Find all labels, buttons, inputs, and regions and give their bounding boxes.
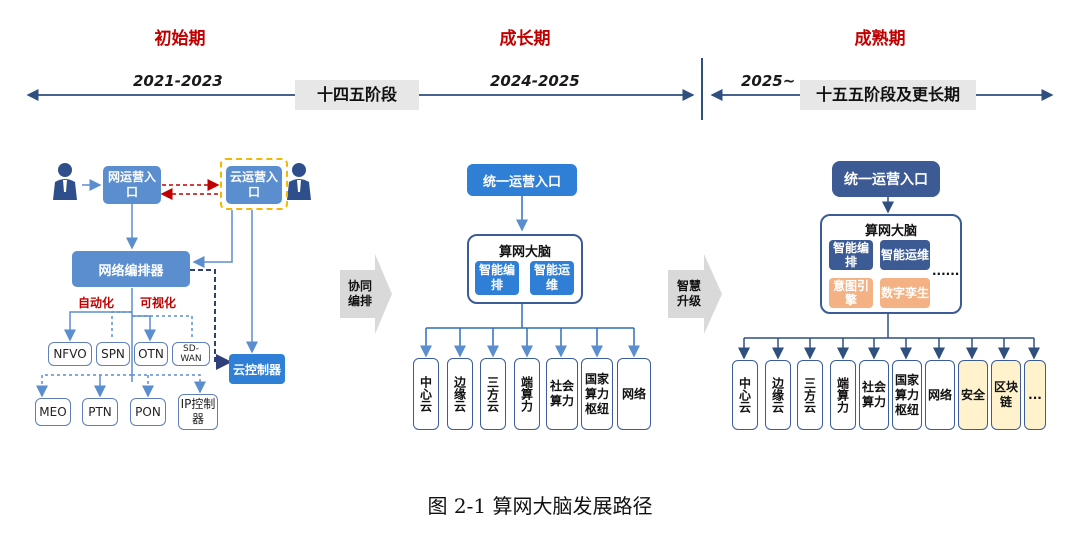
col2-edge-cloud: 边缘云 bbox=[447, 358, 473, 430]
unified-ops-entry-3: 统一运营入口 bbox=[832, 161, 940, 197]
col3-more: ... bbox=[1024, 360, 1046, 430]
network-orchestrator: 网络编排器 bbox=[72, 251, 190, 287]
leaf-pon: PON bbox=[130, 398, 166, 426]
period-2021-2023: 2021-2023 bbox=[133, 72, 223, 90]
col3-network: 网络 bbox=[925, 360, 955, 430]
brain-title-2: 算网大脑 bbox=[498, 245, 551, 260]
cloud-ops-entry: 云运营入口 bbox=[226, 166, 282, 204]
col2-social-compute: 社会算力 bbox=[546, 358, 578, 430]
intent-engine: 意图引擎 bbox=[829, 278, 873, 308]
leaf-sdwan: SD-WAN bbox=[172, 342, 210, 366]
brain-ellipsis: ...... bbox=[932, 264, 960, 278]
cloud-ops-highlight bbox=[220, 158, 288, 210]
figure-caption: 图 2-1 算网大脑发展路径 bbox=[427, 494, 653, 518]
smart-orch-3: 智能编排 bbox=[829, 240, 873, 270]
col3-third-cloud: 三方云 bbox=[797, 360, 823, 430]
net-ops-entry: 网运营入口 bbox=[103, 166, 161, 204]
leaf-ptn: PTN bbox=[82, 398, 118, 426]
person-icon-right bbox=[286, 162, 312, 200]
leaf-nfvo: NFVO bbox=[48, 342, 92, 366]
cloud-controller: 云控制器 bbox=[229, 354, 285, 384]
col3-national-hub: 国家算力枢纽 bbox=[892, 360, 922, 430]
label-visualization: 可视化 bbox=[140, 296, 177, 310]
leaf-ip-controller: IP控制器 bbox=[178, 394, 218, 430]
smart-ops-3: 智能运维 bbox=[880, 240, 930, 270]
period-2024-2025: 2024-2025 bbox=[490, 72, 580, 90]
col3-device-compute: 端算力 bbox=[830, 360, 856, 430]
col3-central-cloud: 中心云 bbox=[732, 360, 758, 430]
brain-title-3: 算网大脑 bbox=[864, 224, 917, 239]
stage-14th-plan: 十四五阶段 bbox=[295, 80, 419, 110]
col2-central-cloud: 中心云 bbox=[413, 358, 439, 430]
unified-ops-entry-2: 统一运营入口 bbox=[467, 164, 577, 196]
person-icon-left bbox=[52, 162, 78, 200]
col2-network: 网络 bbox=[617, 358, 651, 430]
col2-third-cloud: 三方云 bbox=[480, 358, 506, 430]
period-2025-onward: 2025~ bbox=[741, 72, 796, 90]
stage-15th-plan: 十五五阶段及更长期 bbox=[800, 80, 976, 110]
digital-twin: 数字孪生 bbox=[880, 278, 930, 308]
transition-arrow-1 bbox=[340, 254, 392, 334]
phase-growth: 成长期 bbox=[499, 29, 551, 49]
phase-initial: 初始期 bbox=[154, 29, 206, 49]
smart-ops-2: 智能运维 bbox=[530, 261, 574, 295]
transition-label-2: 智慧升级 bbox=[676, 279, 701, 308]
transition-arrow-2 bbox=[668, 254, 722, 334]
transition-label-1: 协同编排 bbox=[347, 279, 372, 308]
col3-edge-cloud: 边缘云 bbox=[765, 360, 791, 430]
smart-orch-2: 智能编排 bbox=[475, 261, 519, 295]
leaf-otn: OTN bbox=[134, 342, 168, 366]
col2-device-compute: 端算力 bbox=[514, 358, 540, 430]
col3-blockchain: 区块链 bbox=[991, 360, 1021, 430]
col3-security: 安全 bbox=[958, 360, 988, 430]
col2-national-hub: 国家算力枢纽 bbox=[581, 358, 613, 430]
leaf-meo: MEO bbox=[35, 398, 71, 426]
col3-social-compute: 社会算力 bbox=[859, 360, 889, 430]
label-automation: 自动化 bbox=[78, 296, 115, 310]
phase-mature: 成熟期 bbox=[854, 29, 906, 49]
leaf-spn: SPN bbox=[96, 342, 130, 366]
